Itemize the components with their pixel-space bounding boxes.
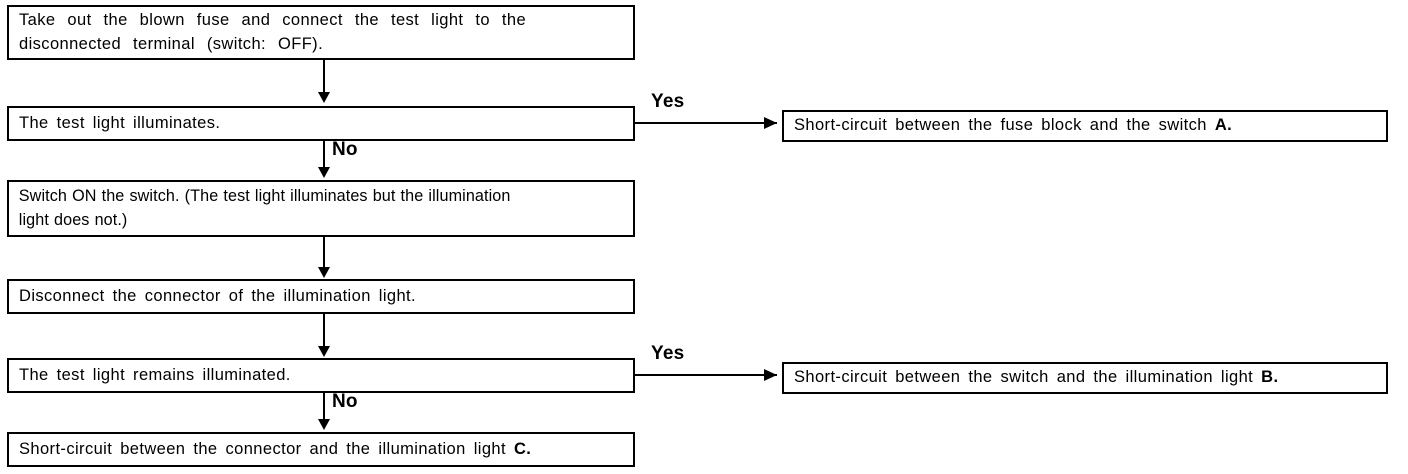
flow-node-result-b-tag: B. <box>1261 368 1279 387</box>
flow-node-result-a-tag: A. <box>1214 116 1233 135</box>
flow-node-result-a: Short-circuit between the fuse block and… <box>782 110 1388 142</box>
flow-node-step5-label: The test light remains illuminated. <box>19 365 291 384</box>
flow-node-result-b: Short-circuit between the switch and the… <box>782 362 1388 394</box>
connector-step2-step3-arrowhead <box>318 167 330 178</box>
flow-node-result-b-label: Short-circuit between the switch and the… <box>784 366 1278 390</box>
branch-label-yes-step5: Yes <box>651 343 685 364</box>
flow-node-step5: The test light remains illuminated. <box>7 358 635 393</box>
flow-node-result-c: Short-circuit between the connector and … <box>7 432 635 467</box>
branch-label-no-step5: No <box>332 391 358 412</box>
flow-node-step1-label: Take out the blown fuse and connect the … <box>19 10 527 53</box>
flow-node-step4-label: Disconnect the connector of the illumina… <box>19 286 417 305</box>
branch-label-yes-step2: Yes <box>651 91 685 112</box>
connector-step5-resultB-arrowhead <box>764 369 777 381</box>
connector-step1-step2-arrowhead <box>318 92 330 103</box>
connector-step4-step5-line <box>323 314 325 350</box>
connector-step2-resultA-arrowhead <box>764 117 777 129</box>
connector-step2-step3-line <box>323 141 325 171</box>
connector-step3-step4-line <box>323 237 325 271</box>
flow-node-step4: Disconnect the connector of the illumina… <box>7 279 635 314</box>
branch-label-no-step2: No <box>332 139 358 160</box>
flow-node-result-b-text: Short-circuit between the switch and the… <box>794 368 1262 387</box>
flow-node-step2-label: The test light illuminates. <box>19 113 221 132</box>
connector-step4-step5-arrowhead <box>318 346 330 357</box>
connector-step5-resultC-arrowhead <box>318 419 330 430</box>
flow-node-step3: Switch ON the switch. (The test light il… <box>7 180 635 237</box>
connector-step1-step2-line <box>323 60 325 96</box>
connector-step2-resultA-line <box>635 122 777 124</box>
connector-step5-resultC-line <box>323 393 325 423</box>
connector-step5-resultB-line <box>635 374 777 376</box>
connector-step3-step4-arrowhead <box>318 267 330 278</box>
flow-node-result-c-label: Short-circuit between the connector and … <box>9 438 531 462</box>
flow-node-step1: Take out the blown fuse and connect the … <box>7 5 635 60</box>
flow-node-result-a-label: Short-circuit between the fuse block and… <box>784 114 1232 138</box>
flow-node-result-c-text: Short-circuit between the connector and … <box>19 439 514 458</box>
flow-node-result-a-text: Short-circuit between the fuse block and… <box>794 116 1215 135</box>
flow-node-step3-label: Switch ON the switch. (The test light il… <box>18 186 511 229</box>
flow-node-step2: The test light illuminates. <box>7 106 635 141</box>
flow-node-result-c-tag: C. <box>513 439 532 458</box>
